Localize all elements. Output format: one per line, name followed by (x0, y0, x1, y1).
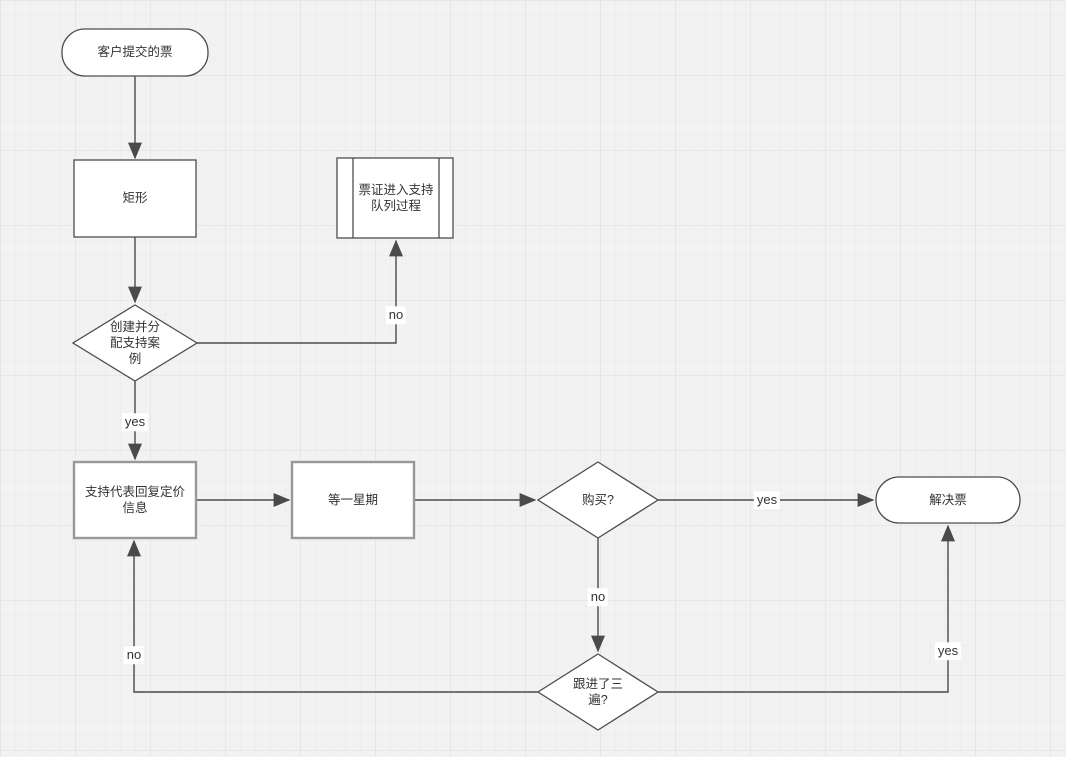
node-followup-decision[interactable] (536, 653, 660, 731)
edge-followup-no-to-reply[interactable] (127, 539, 538, 693)
edge-followup-yes-to-resolve[interactable] (658, 524, 955, 693)
node-purchase-decision[interactable] (536, 461, 660, 539)
node-resolve-terminator[interactable] (875, 476, 1021, 524)
node-start-terminator[interactable] (61, 28, 209, 77)
node-wait-week-process[interactable] (290, 460, 416, 540)
edge-create-case-no-to-queue[interactable] (197, 239, 403, 344)
node-rectangle-process[interactable] (73, 159, 197, 238)
node-reply-pricing-process[interactable] (72, 460, 198, 540)
node-create-case-decision[interactable] (71, 304, 199, 382)
node-queue-predefined-process[interactable] (336, 157, 454, 239)
